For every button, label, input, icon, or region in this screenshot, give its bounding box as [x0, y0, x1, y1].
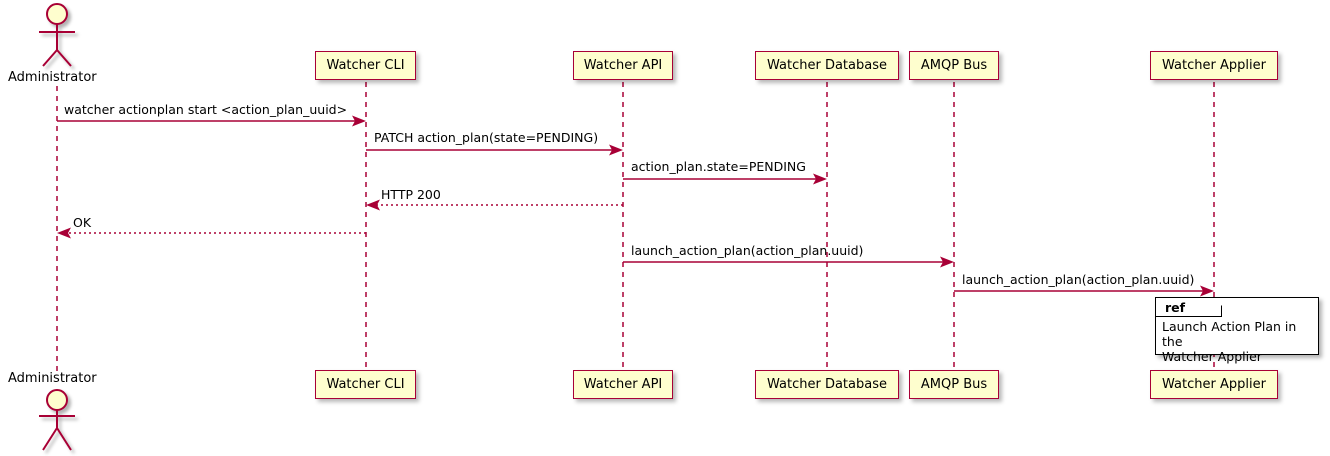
- reference-frame-line-2: Watcher Applier: [1162, 348, 1262, 364]
- actor-administrator-top-icon: [39, 3, 75, 67]
- participant-box-watcher-applier-bottom[interactable]: Watcher Applier: [1150, 370, 1278, 399]
- lifelines-group: [56, 82, 1215, 372]
- participant-label: Watcher CLI: [326, 58, 405, 73]
- actor-label-administrator-top: Administrator: [8, 70, 97, 85]
- participant-box-watcher-cli-bottom[interactable]: Watcher CLI: [315, 370, 416, 399]
- reference-frame-tab: ref: [1156, 298, 1222, 317]
- participant-box-amqp-bus-top[interactable]: AMQP Bus: [909, 51, 999, 80]
- message-label-3: action_plan.state=PENDING: [631, 159, 806, 174]
- message-label-2: PATCH action_plan(state=PENDING): [374, 130, 599, 145]
- participant-label: Watcher Database: [767, 58, 887, 73]
- reference-frame-body: Launch Action Plan in the Watcher Applie…: [1162, 319, 1314, 364]
- actor-administrator-bottom-icon: [39, 389, 75, 451]
- reference-frame[interactable]: ref Launch Action Plan in the Watcher Ap…: [1155, 297, 1319, 363]
- message-label-1: watcher actionplan start <action_plan_uu…: [64, 102, 348, 117]
- reference-frame-line-1: Launch Action Plan in the: [1162, 319, 1297, 349]
- participant-box-watcher-database-bottom[interactable]: Watcher Database: [755, 370, 899, 399]
- message-arrow-6: [623, 256, 954, 268]
- message-label-5: OK: [73, 215, 92, 230]
- participant-label: Watcher Database: [767, 377, 887, 392]
- message-arrow-4: [366, 199, 623, 211]
- participant-label: Watcher CLI: [326, 377, 405, 392]
- message-arrow-5: [57, 227, 366, 239]
- reference-frame-tab-label: ref: [1165, 299, 1186, 315]
- message-label-6: launch_action_plan(action_plan.uuid): [631, 243, 864, 258]
- participant-box-watcher-api-top[interactable]: Watcher API: [573, 51, 673, 80]
- participant-box-watcher-database-top[interactable]: Watcher Database: [755, 51, 899, 80]
- participant-label: Watcher API: [583, 377, 663, 392]
- participant-label: Watcher Applier: [1162, 377, 1266, 392]
- message-arrow-7: [954, 285, 1214, 297]
- message-arrow-1: [57, 115, 366, 127]
- message-label-7: launch_action_plan(action_plan.uuid): [962, 272, 1195, 287]
- participant-box-watcher-api-bottom[interactable]: Watcher API: [573, 370, 673, 399]
- participant-label: AMQP Bus: [920, 58, 988, 73]
- actor-label-administrator-bottom: Administrator: [8, 371, 97, 386]
- participant-box-watcher-applier-top[interactable]: Watcher Applier: [1150, 51, 1278, 80]
- participant-label: Watcher API: [583, 58, 663, 73]
- participant-box-watcher-cli-top[interactable]: Watcher CLI: [315, 51, 416, 80]
- participant-box-amqp-bus-bottom[interactable]: AMQP Bus: [909, 370, 999, 399]
- message-arrow-2: [366, 144, 623, 156]
- message-label-4: HTTP 200: [381, 187, 441, 202]
- message-arrow-3: [623, 173, 827, 185]
- participant-label: AMQP Bus: [920, 377, 988, 392]
- participant-label: Watcher Applier: [1162, 58, 1266, 73]
